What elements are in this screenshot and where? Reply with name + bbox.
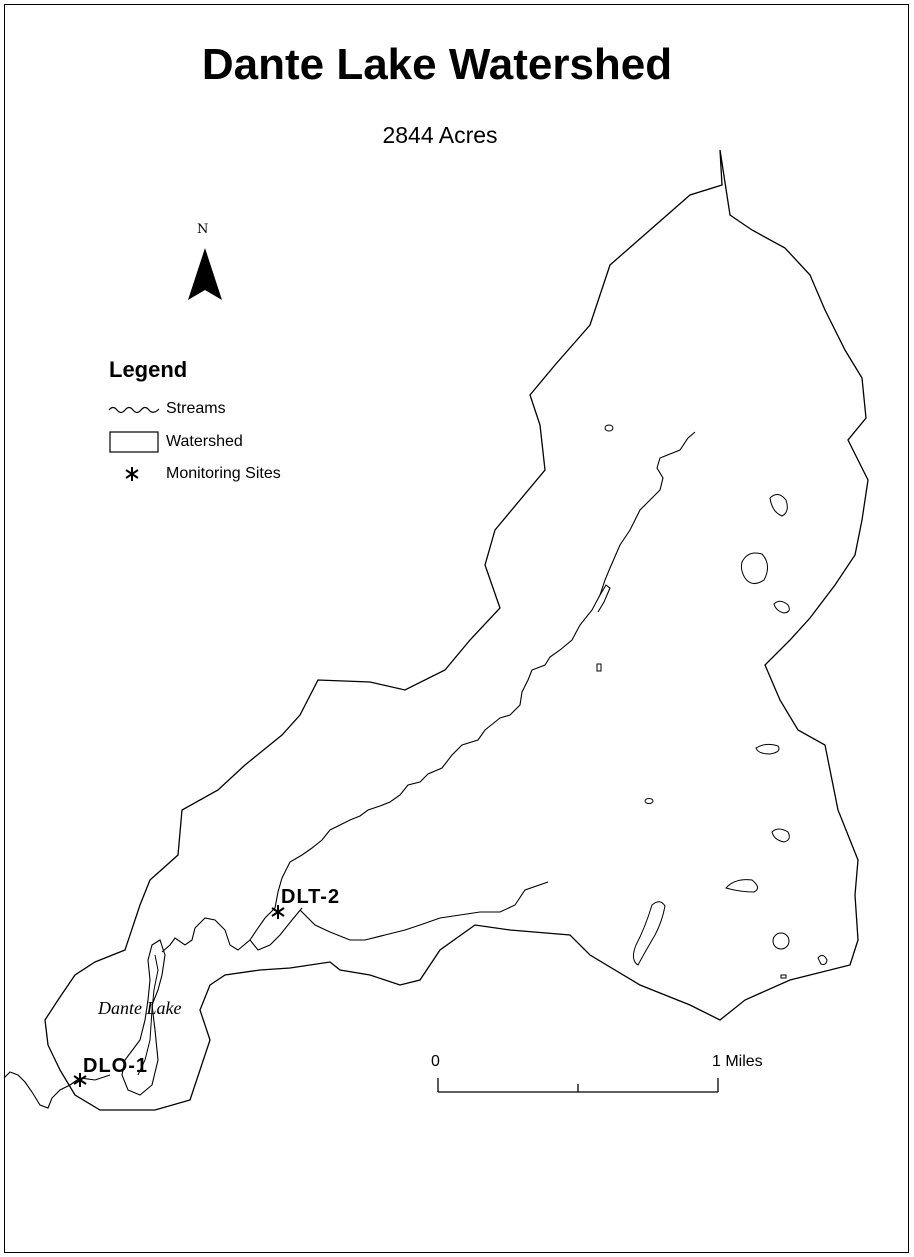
pond bbox=[817, 954, 828, 965]
legend-item-watershed: Watershed bbox=[166, 433, 243, 450]
scale-bar bbox=[437, 1078, 719, 1093]
dante-lake-inner bbox=[137, 954, 159, 1076]
east-tributary bbox=[299, 881, 549, 941]
pond bbox=[780, 974, 787, 979]
north-label: N bbox=[197, 222, 209, 237]
legend-item-streams: Streams bbox=[166, 400, 226, 417]
lake-label: Dante Lake bbox=[98, 998, 182, 1018]
site-marker-dlt-2 bbox=[271, 905, 285, 919]
pond bbox=[604, 424, 614, 432]
legend-title: Legend bbox=[109, 357, 188, 382]
map-frame bbox=[4, 4, 909, 1253]
stream-line-icon bbox=[108, 406, 160, 414]
pond bbox=[773, 600, 790, 614]
site-label-dlo-1: DLO-1 bbox=[83, 1055, 148, 1077]
pond bbox=[644, 798, 654, 804]
pond bbox=[596, 663, 602, 672]
watershed-boundary bbox=[44, 149, 869, 1111]
pond bbox=[755, 743, 780, 755]
map-title: Dante Lake Watershed bbox=[201, 40, 673, 89]
pond bbox=[772, 932, 790, 950]
north-arrow-icon bbox=[188, 248, 222, 300]
watershed-box-icon bbox=[109, 431, 159, 453]
pond bbox=[740, 552, 768, 584]
asterisk-icon bbox=[125, 467, 139, 481]
pond bbox=[771, 828, 790, 843]
map-subtitle: 2844 Acres bbox=[382, 122, 498, 148]
legend-item-monitoring-sites: Monitoring Sites bbox=[166, 465, 281, 482]
lower-stream bbox=[161, 917, 251, 953]
pond bbox=[632, 901, 666, 966]
main-stream bbox=[249, 431, 696, 951]
scale-end-label: 1 Miles bbox=[712, 1053, 763, 1070]
pond bbox=[769, 494, 788, 517]
pond bbox=[725, 879, 758, 893]
stream-channel-loop bbox=[597, 584, 611, 613]
scale-start-label: 0 bbox=[431, 1053, 440, 1070]
site-marker-dlo-1 bbox=[73, 1073, 87, 1087]
dante-lake-outline bbox=[121, 939, 166, 1096]
site-label-dlt-2: DLT-2 bbox=[281, 886, 341, 908]
